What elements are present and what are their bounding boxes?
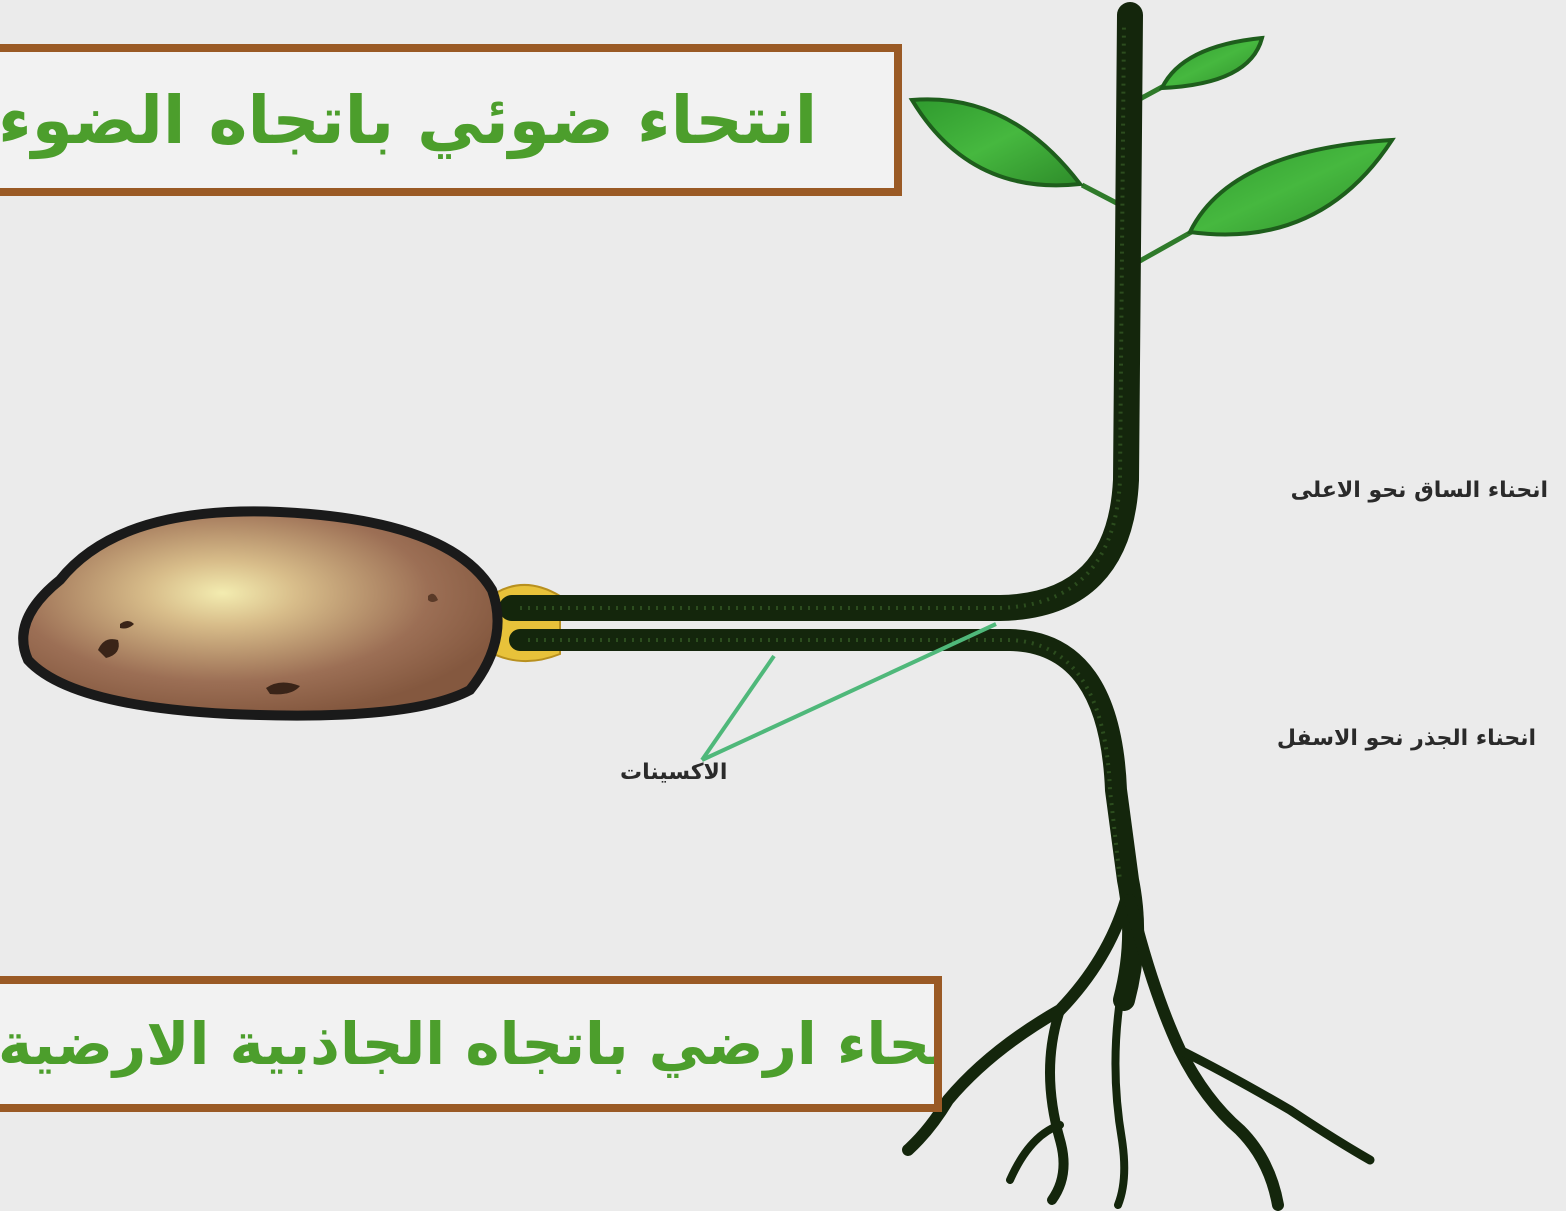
root-main (520, 640, 1133, 1000)
geotropism-title-box: انتحاء ارضي باتجاه الجاذبية الارضية (0, 976, 942, 1112)
stem-up-label: انحناء الساق نحو الاعلى (1291, 478, 1548, 503)
leaf-right (1190, 140, 1392, 235)
seed-body (23, 511, 497, 715)
phototropism-title: انتحاء ضوئي باتجاه الضوء (0, 82, 845, 159)
leaf-top (1162, 38, 1262, 88)
auxins-label: الاكسينات (620, 760, 727, 785)
leaf-left (912, 99, 1080, 185)
leaves (912, 38, 1392, 235)
root-branches (908, 900, 1370, 1205)
root-main-highlight (528, 640, 1120, 880)
phototropism-title-box: انتحاء ضوئي باتجاه الضوء (0, 44, 902, 196)
root-down-label: انحناء الجذر نحو الاسفل (1277, 726, 1536, 751)
seed (23, 511, 497, 715)
geotropism-title: انتحاء ارضي باتجاه الجاذبية الارضية (0, 1010, 942, 1078)
